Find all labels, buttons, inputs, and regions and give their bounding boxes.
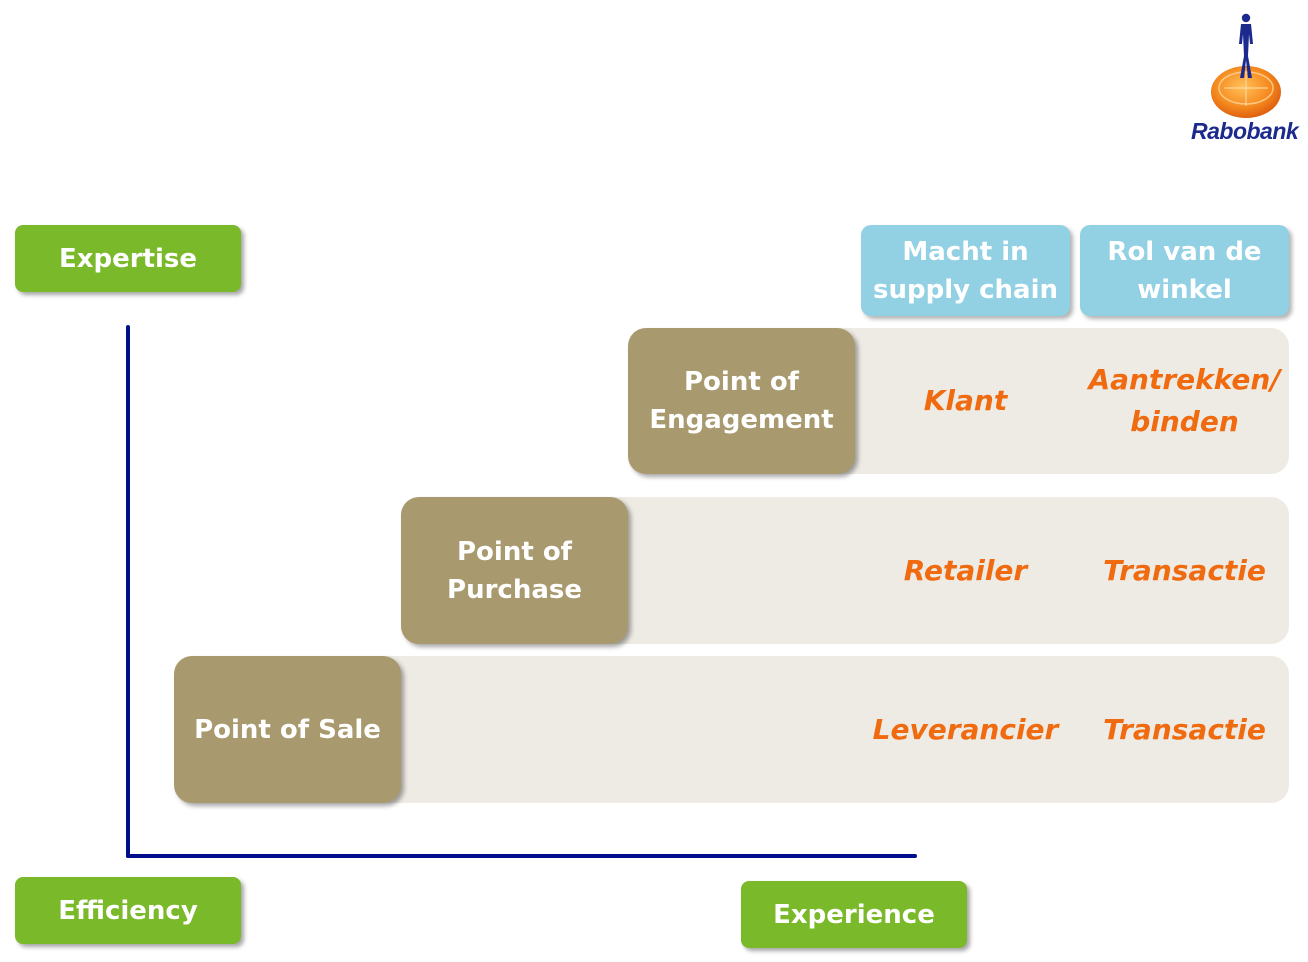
- row-label-engagement: Point of Engagement: [628, 328, 855, 474]
- row-rol-purchase: Transactie: [1103, 553, 1266, 587]
- expertise-label: Expertise: [15, 225, 241, 292]
- row-macht-sale: Leverancier: [872, 712, 1059, 746]
- rabobank-logo-text: Rabobank: [1191, 118, 1299, 144]
- row-label-purchase: Point of Purchase: [401, 497, 628, 644]
- rabobank-logo: Rabobank: [1186, 10, 1304, 150]
- experience-label: Experience: [741, 881, 967, 948]
- row-macht-engagement: Klant: [923, 384, 1008, 417]
- efficiency-label: Efficiency: [15, 877, 241, 944]
- row-label-sale: Point of Sale: [174, 656, 401, 803]
- row-macht-purchase: Retailer: [903, 553, 1028, 587]
- header-rol-van-de-winkel: Rol van de winkel: [1080, 225, 1289, 316]
- row-rol-engagement: Aantrekken/ binden: [1088, 363, 1281, 438]
- row-rol-sale: Transactie: [1103, 712, 1266, 746]
- rabobank-logo-icon: [1211, 13, 1281, 118]
- header-macht-in-supply-chain: Macht in supply chain: [861, 225, 1070, 316]
